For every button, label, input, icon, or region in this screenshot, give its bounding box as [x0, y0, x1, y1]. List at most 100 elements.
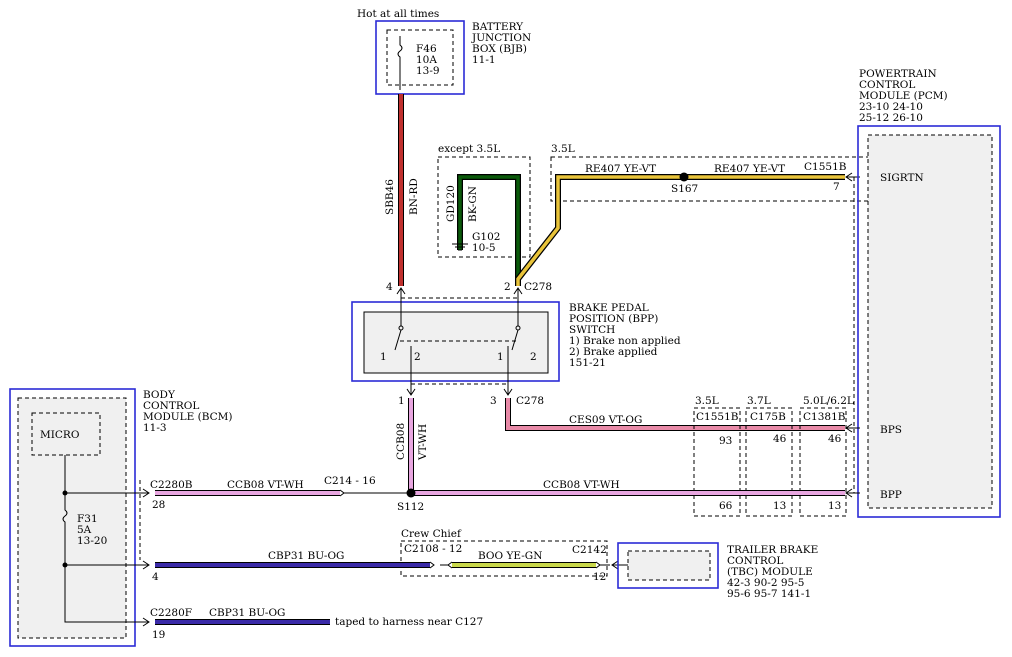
pin-13-a: 13 [773, 500, 786, 512]
switch-left-contact [394, 300, 412, 395]
trailer-brake-control-module: TRAILER BRAKE CONTROL (TBC) MODULE 42-3 … [617, 542, 818, 600]
crew-chief-box [400, 540, 608, 577]
connector-arrow-icon [440, 561, 453, 569]
wire-re407-right-label: RE407 YE-VT [714, 163, 785, 175]
splice-s167-label: S167 [671, 183, 698, 195]
fuse-f31-ref: 13-20 [77, 535, 107, 547]
pin-4-top: 4 [386, 281, 393, 293]
bcm-module-border [9, 388, 136, 647]
bpp-title-6: 151-21 [569, 357, 606, 369]
bcm-junction-dot [62, 490, 68, 496]
bpp-title-3: SWITCH [569, 324, 615, 336]
pin-93: 93 [719, 435, 732, 447]
wire-sbb46-label: SBB46 [384, 179, 396, 215]
wire-ccb08-vert-label: CCB08 [395, 423, 407, 460]
dashed-returns [139, 177, 855, 560]
connector-c175b: C175B [750, 411, 786, 423]
variant-35l-label: 3.5L [695, 395, 719, 407]
wire-ces09: CES09 VT-OG [505, 398, 860, 433]
pin-46-a: 46 [773, 433, 787, 445]
switch-left-pin2: 2 [414, 351, 421, 363]
bcm-micro-box [31, 412, 101, 456]
tbc-inner-box [627, 550, 711, 581]
wire-bn-rd-label: BN-RD [408, 178, 420, 215]
tbc-title-2: CONTROL [727, 555, 783, 567]
brake-pedal-position-switch: 1 2 1 2 BRAKE PEDAL POSITION (BPP) SWITC… [351, 297, 681, 407]
variant-35l-box [693, 407, 741, 517]
connector-c1381b: C1381B [803, 411, 846, 423]
ground-section: except 3.5L GD120 BK-GN G102 10-5 [437, 143, 531, 286]
fuse-f46-icon [397, 36, 403, 90]
bpp-title-5: 2) Brake applied [569, 346, 658, 358]
pcm-inner-box [867, 134, 993, 509]
wire-gd120-label: GD120 [445, 185, 457, 222]
connector-arrow-icon [429, 561, 435, 569]
bjb-fuse-box [386, 29, 454, 86]
connector-arrow-icon [406, 388, 416, 396]
switch-right-pivot-icon [515, 325, 521, 331]
wire-gd120-color [458, 175, 520, 286]
tbc-title-3: (TBC) MODULE [727, 566, 813, 578]
connector-c2108: C2108 - 12 [404, 543, 462, 555]
wire-cbp31-bottom-label: CBP31 BU-OG [209, 607, 285, 619]
bjb-title-1: BATTERY [472, 21, 524, 33]
bcm-micro-label: MICRO [40, 429, 80, 441]
fuse-f31-name: F31 [77, 513, 98, 525]
pcm-title-5: 25-12 26-10 [859, 112, 923, 124]
sigrtn-section: 3.5L RE407 YE-VT RE407 YE-VT S167 C1551B… [504, 143, 979, 300]
bpp-inner-box [363, 311, 549, 374]
wire-cbp31-mid-label: CBP31 BU-OG [268, 550, 344, 562]
pcm-title-1: POWERTRAIN [859, 68, 937, 80]
bpp-module-border [351, 301, 560, 382]
switch-left-pivot-icon [398, 325, 404, 331]
pcm-bps-label: BPS [880, 424, 902, 436]
wire-ccb08-right-label: CCB08 VT-WH [543, 479, 620, 491]
connector-c2280f: C2280F [150, 607, 192, 619]
taped-note: taped to harness near C127 [335, 616, 483, 628]
fuse-f46-ref: 13-9 [416, 65, 440, 77]
bjb-title-2: JUNCTION [471, 32, 531, 44]
fuse-f46-name: F46 [416, 43, 437, 55]
connector-arrow-icon [611, 560, 628, 570]
crew-chief-label: Crew Chief [401, 528, 462, 540]
connector-c214-arrow-icon [339, 489, 345, 497]
variant-50l-box [799, 407, 847, 517]
pin-4: 4 [152, 571, 159, 583]
pcm-bpp-label: BPP [880, 489, 902, 501]
bcm-title-2: CONTROL [143, 400, 199, 412]
wire-ccb08-left-label: CCB08 VT-WH [227, 479, 304, 491]
splice-s112-label: S112 [397, 501, 424, 513]
l35-top-label: 3.5L [551, 143, 575, 155]
connector-c278-top: C278 [524, 281, 552, 293]
g102-ref: 10-5 [472, 242, 496, 254]
bcm-junction-dot [62, 562, 68, 568]
engine-variant-connectors: 3.5L 3.7L 5.0L/6.2L C1551B C175B C1381B … [693, 395, 854, 517]
bcm-inner-box [17, 397, 127, 639]
variant-50l-label: 5.0L/6.2L [803, 395, 854, 407]
connector-arrow-icon [140, 488, 150, 498]
body-control-module: MICRO F31 5A 13-20 BODY CONTROL MODULE (… [9, 388, 233, 647]
connector-c1551b-top: C1551B [804, 161, 847, 173]
bjb-title-4: 11-1 [472, 54, 496, 66]
connector-arrow-icon [140, 617, 150, 627]
bcm-title-4: 11-3 [143, 422, 167, 434]
bpp-title-2: POSITION (BPP) [569, 313, 658, 325]
pcm-sigrtn-label: SIGRTN [880, 172, 924, 184]
connector-c214: C214 - 16 [324, 475, 376, 487]
switch-right-contact [507, 300, 519, 395]
switch-right-pin2: 2 [530, 351, 537, 363]
connector-arrow-icon [513, 287, 523, 300]
connector-arrow-icon [595, 561, 610, 569]
wire-re407-color [516, 175, 845, 286]
bcm-fuse-f31-icon [62, 455, 140, 623]
pin-19: 19 [152, 629, 165, 641]
tbc-title-4: 42-3 90-2 95-5 [727, 577, 804, 589]
bcm-title-3: MODULE (BCM) [143, 411, 233, 423]
pcm-module-border [857, 125, 1001, 518]
ground-icon [452, 243, 468, 251]
pin-2-top: 2 [504, 281, 511, 293]
wire-sbb46: SBB46 BN-RD 4 [384, 94, 420, 300]
bpp-title-1: BRAKE PEDAL [569, 302, 649, 314]
fuse-f46-rating: 10A [416, 54, 437, 66]
